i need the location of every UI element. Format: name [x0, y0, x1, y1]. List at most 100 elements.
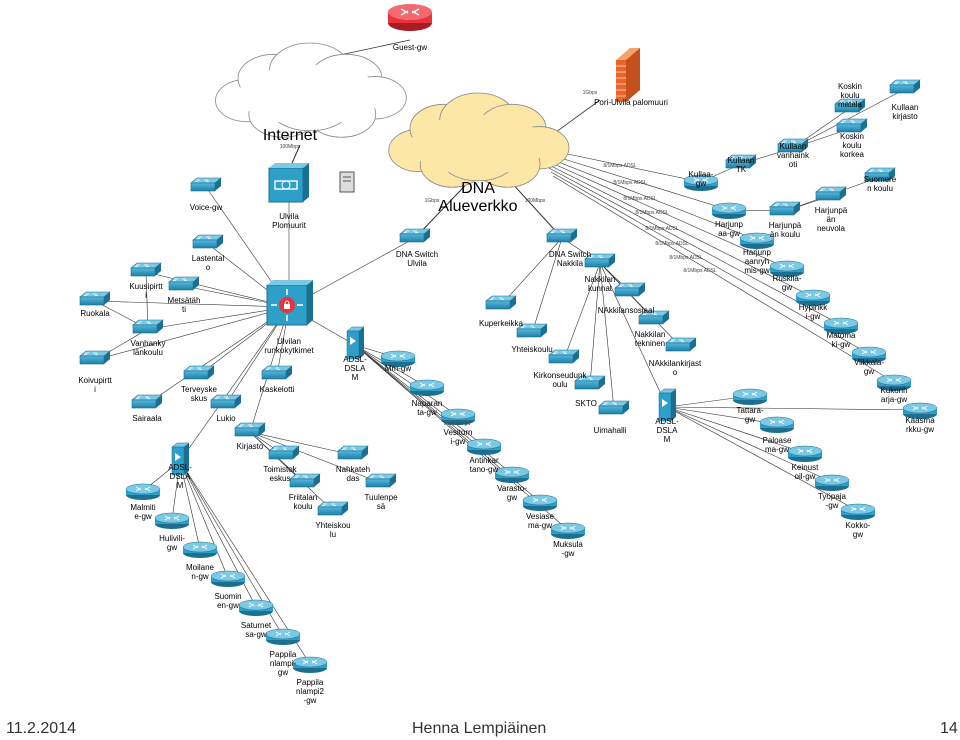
- adsl-link-label-6: 8/1Mbps ADSL: [655, 241, 689, 247]
- link-kuusipirtti-ulvilan_runko: [145, 271, 290, 308]
- link-adsl_dslam_1-moilanen: [179, 460, 201, 550]
- keinusto-label: Keinust oil-gw: [791, 463, 819, 481]
- kaasmarkku-label: Kaasma rkku-gw: [905, 416, 935, 434]
- link-adsl_dslam_3-tyopaja: [666, 406, 833, 483]
- toimistokeskus-label: Toimistok eskus: [263, 465, 297, 483]
- kaskelotti-switch-icon: [261, 365, 293, 380]
- vesitorni-small-label: Vesitorni-gw: [443, 421, 471, 427]
- link-nakkilan_kunnat-adsl_dslam_3: [599, 262, 668, 408]
- footer-date: 11.2.2014: [6, 720, 76, 737]
- kaskelotti-label: Kaskelotti: [259, 385, 295, 394]
- adsl-link-ruskila: [544, 159, 788, 269]
- kullaa-gw-label: Kullaa- gw: [688, 170, 714, 188]
- nakkilan-tekninen-label: Nakkilan tekninen: [634, 330, 666, 348]
- terveyskeskus-label: Terveyske skus: [180, 385, 217, 403]
- adsl-dslam-1-label: ADSL- DSLA M: [168, 463, 192, 490]
- nahkatehdas-switch-icon: [337, 445, 369, 460]
- tuulenpesa-label: Tuulenpe sä: [364, 493, 398, 511]
- lukio-label: Lukio: [216, 414, 236, 423]
- viikkala-label: Viikkala- gw: [853, 358, 885, 376]
- link-adsl_dslam_3-keinusto: [666, 406, 806, 454]
- voice-switch-icon: [190, 177, 222, 192]
- metsatahti-label: Metsätäh ti: [167, 296, 201, 314]
- adsl-link-label-2: 8/1Mbps ADSL: [613, 180, 647, 186]
- kukonharja-label: Kukonh arja-gw: [880, 386, 908, 404]
- tyopaja-label: Työpaja -gw: [817, 492, 847, 510]
- pappilanlampi2-label: Pappila nlampi2 -gw: [295, 678, 324, 705]
- saturnetsa-label: Saturnet sa-gw: [240, 621, 272, 639]
- nakkilansosiaali-label: NAkkilansosiaal: [597, 306, 655, 315]
- antinkartano-label: Antinkar tano-gw: [469, 456, 499, 474]
- harjunpaanryhmis-label: Harjunp aanryh mis-gw: [742, 248, 771, 275]
- adsl-link-label-4: 8/1Mbps ADSL: [635, 210, 669, 216]
- kullaan-tk-label: Kullaan TK: [727, 156, 755, 174]
- link-vanhankylan-ulvilan_runko: [147, 306, 290, 330]
- device-icons: [79, 4, 938, 674]
- pappilanlampi-label: Pappila nlampi- gw: [269, 650, 297, 677]
- kokko-label: Kokko- gw: [845, 521, 871, 539]
- link-koivupirtti-ulvilan_runko: [94, 306, 290, 361]
- adsl-link-label-5: 8/1Mbps ADSL: [645, 226, 679, 232]
- harjunpaan-koulu-label: Harjunpä än koulu: [768, 221, 802, 239]
- naparanta-label: Naparan ta-gw: [411, 399, 443, 417]
- varasto-label: Varasto- gw: [497, 484, 527, 502]
- link-dna_switch_nakkila-kuperkeikka: [500, 237, 563, 306]
- link-kirjasto-yhteiskoulu_u: [249, 431, 334, 512]
- dna-switch-ulvila-label: DNA Switch Ulvila: [395, 250, 439, 268]
- nakkilan-kunnat-label: Nakkilan kunnat: [584, 275, 616, 293]
- ulvila-firewall-icon: [268, 163, 309, 203]
- matomaki-label: Matoma ki-gw: [826, 331, 856, 349]
- link-sairaala-ulvilan_runko: [146, 306, 290, 405]
- nahkatehdas-label: Nahkateh das: [335, 465, 371, 483]
- hypinkki-label: Hypinkk i-gw: [798, 303, 828, 321]
- ulvila-fw-label: Ulvila Plomuurit: [272, 212, 306, 230]
- kirjasto-switch-icon: [234, 422, 266, 437]
- kuusipirtti-label: Kuusipirtt i: [129, 282, 163, 300]
- adsl-link-label-3: 8/1Mbps ADSL: [623, 196, 657, 202]
- kuusipirtti-switch-icon: [130, 262, 162, 277]
- tattara-router-icon: [732, 388, 768, 406]
- ruskila-label: Ruskila- gw: [772, 274, 802, 292]
- clouds: [215, 42, 570, 188]
- link-nakkilan_kunnat-kirkonseudun: [563, 262, 601, 360]
- adsl-dslam-2-label: ADSL- DSLA M: [343, 355, 367, 382]
- kuperkeikka-switch-icon: [485, 295, 517, 310]
- adsl-link-harjunpaa_gw: [540, 151, 730, 211]
- link-dna_switch_nakkila-yhteiskoulu_n: [531, 237, 563, 334]
- muksula-label: Muksula -gw: [553, 540, 583, 558]
- guest-router-icon: [388, 4, 432, 31]
- link-ruokala-ulvilan_runko: [94, 300, 290, 308]
- kuperkeikka-label: Kuperkeikka: [478, 319, 524, 328]
- dna_switch_ulvila-switch-icon: [399, 228, 431, 243]
- link-adsl_dslam_3-paloasema: [666, 406, 778, 425]
- sairaala-switch-icon: [131, 394, 163, 409]
- suomeren-koulu-label: Suomere n koulu: [863, 175, 897, 193]
- ulvilan-runko-label: Ulvilan runkokytkimet: [264, 337, 314, 355]
- naparanta-router-icon: [409, 379, 445, 397]
- dna-cloud-title: DNA Alueverkko: [438, 180, 518, 215]
- adsl-link-viikkala: [550, 171, 870, 355]
- kirkonseudun-label: Kirkonseudunk oulu: [533, 371, 587, 389]
- dna-cloud: [388, 92, 570, 188]
- link-guest-internet: [339, 39, 411, 56]
- guest-router-label: Guest-gw: [392, 43, 428, 52]
- harjunpaa-gw-label: Harjunp aa-gw: [714, 220, 743, 238]
- koskin-korkea-label: Koskin koulu korkea: [839, 132, 864, 159]
- tattara-label: Tattara- gw: [736, 406, 764, 424]
- link-ulvilan_runko-adsl_dslam_1: [179, 306, 290, 462]
- link-adsl_dslam_3-kaasmarkku: [666, 406, 921, 411]
- vanhankylan-label: Vanhanky länkoulu: [130, 339, 166, 357]
- link-kuusipirtti-vanhankylan: [145, 271, 149, 330]
- link-kirjasto-nahkatehdas: [249, 431, 354, 456]
- adsl-link-kukonharja: [552, 175, 895, 383]
- adsl-link-label-7: 8/1Mbps ADSL: [669, 255, 703, 261]
- link-nakkilan_kunnat-skto: [589, 262, 601, 386]
- link-nakkilan_kunnat-nakkilankirjasto: [599, 262, 682, 348]
- dna_switch_nakkila-switch-icon: [546, 228, 578, 243]
- kullaan-kirjasto-label: Kullaan kirjasto: [891, 103, 919, 121]
- vanhankylan-switch-icon: [132, 319, 164, 334]
- malmitie-label: Malmiti e-gw: [130, 503, 156, 521]
- dna-switch-nakkila-label: DNA Switch Nakkila: [548, 250, 592, 268]
- koivupirtti-label: Koivupirtt i: [78, 376, 112, 394]
